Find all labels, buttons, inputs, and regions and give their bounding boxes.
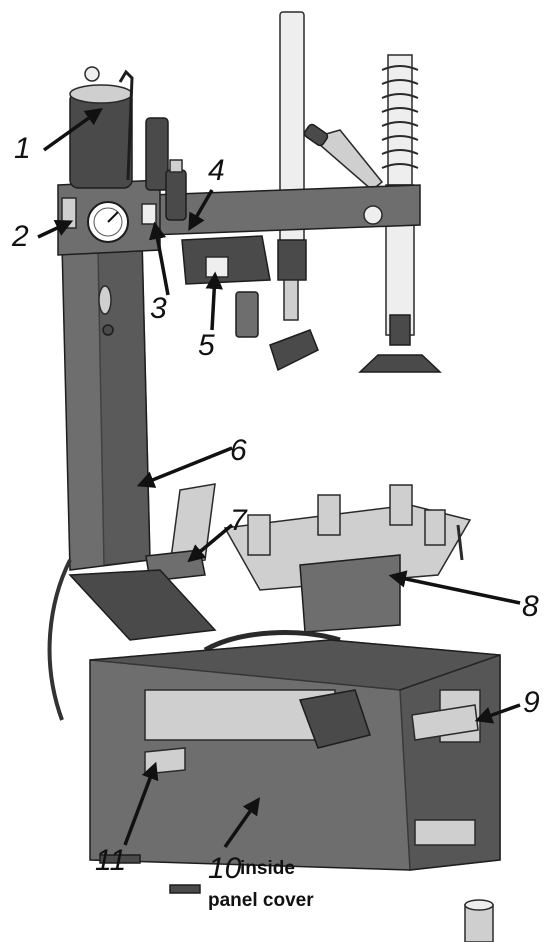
arrow-2 [37,220,74,239]
cylinder-valve [145,117,187,221]
arrow-1 [42,107,103,152]
callout-7: 7 [230,504,248,537]
machine-illustration [47,11,501,942]
callout-3: 3 [150,292,167,325]
arrow-11 [123,761,159,846]
callout-10: 10 [208,852,242,885]
arrow-6 [136,446,233,488]
callout-5: 5 [198,329,215,362]
lever-handle [303,123,384,191]
head-box [181,235,271,338]
arrow-8 [388,570,521,605]
cabinet [89,639,501,894]
arrow-10 [223,797,261,849]
callout-2: 2 [11,220,29,253]
main-column [61,239,151,571]
tube-part [464,899,494,942]
spring-column [358,54,442,373]
callout-6: 6 [230,434,247,467]
arrow-7 [187,523,234,563]
callout-11: 11 [95,844,126,877]
arrow-9 [474,703,521,724]
callout-8: 8 [522,590,539,623]
caption-panel-cover: panel cover [208,890,314,911]
bead-breaker [145,483,216,582]
callout-9: 9 [523,686,540,719]
arrow-5 [205,271,223,331]
turntable [203,484,472,653]
callout-1: 1 [14,132,31,165]
arrow-3 [148,221,170,296]
callout-4: 4 [208,154,225,187]
arrow-4 [188,189,214,232]
control-head [57,179,161,256]
air-tank [69,66,134,189]
callout-labels: 1 2 3 4 5 6 7 8 9 10 11 [11,132,540,885]
callout-arrows [37,107,521,849]
caption-inside: inside [240,858,295,879]
